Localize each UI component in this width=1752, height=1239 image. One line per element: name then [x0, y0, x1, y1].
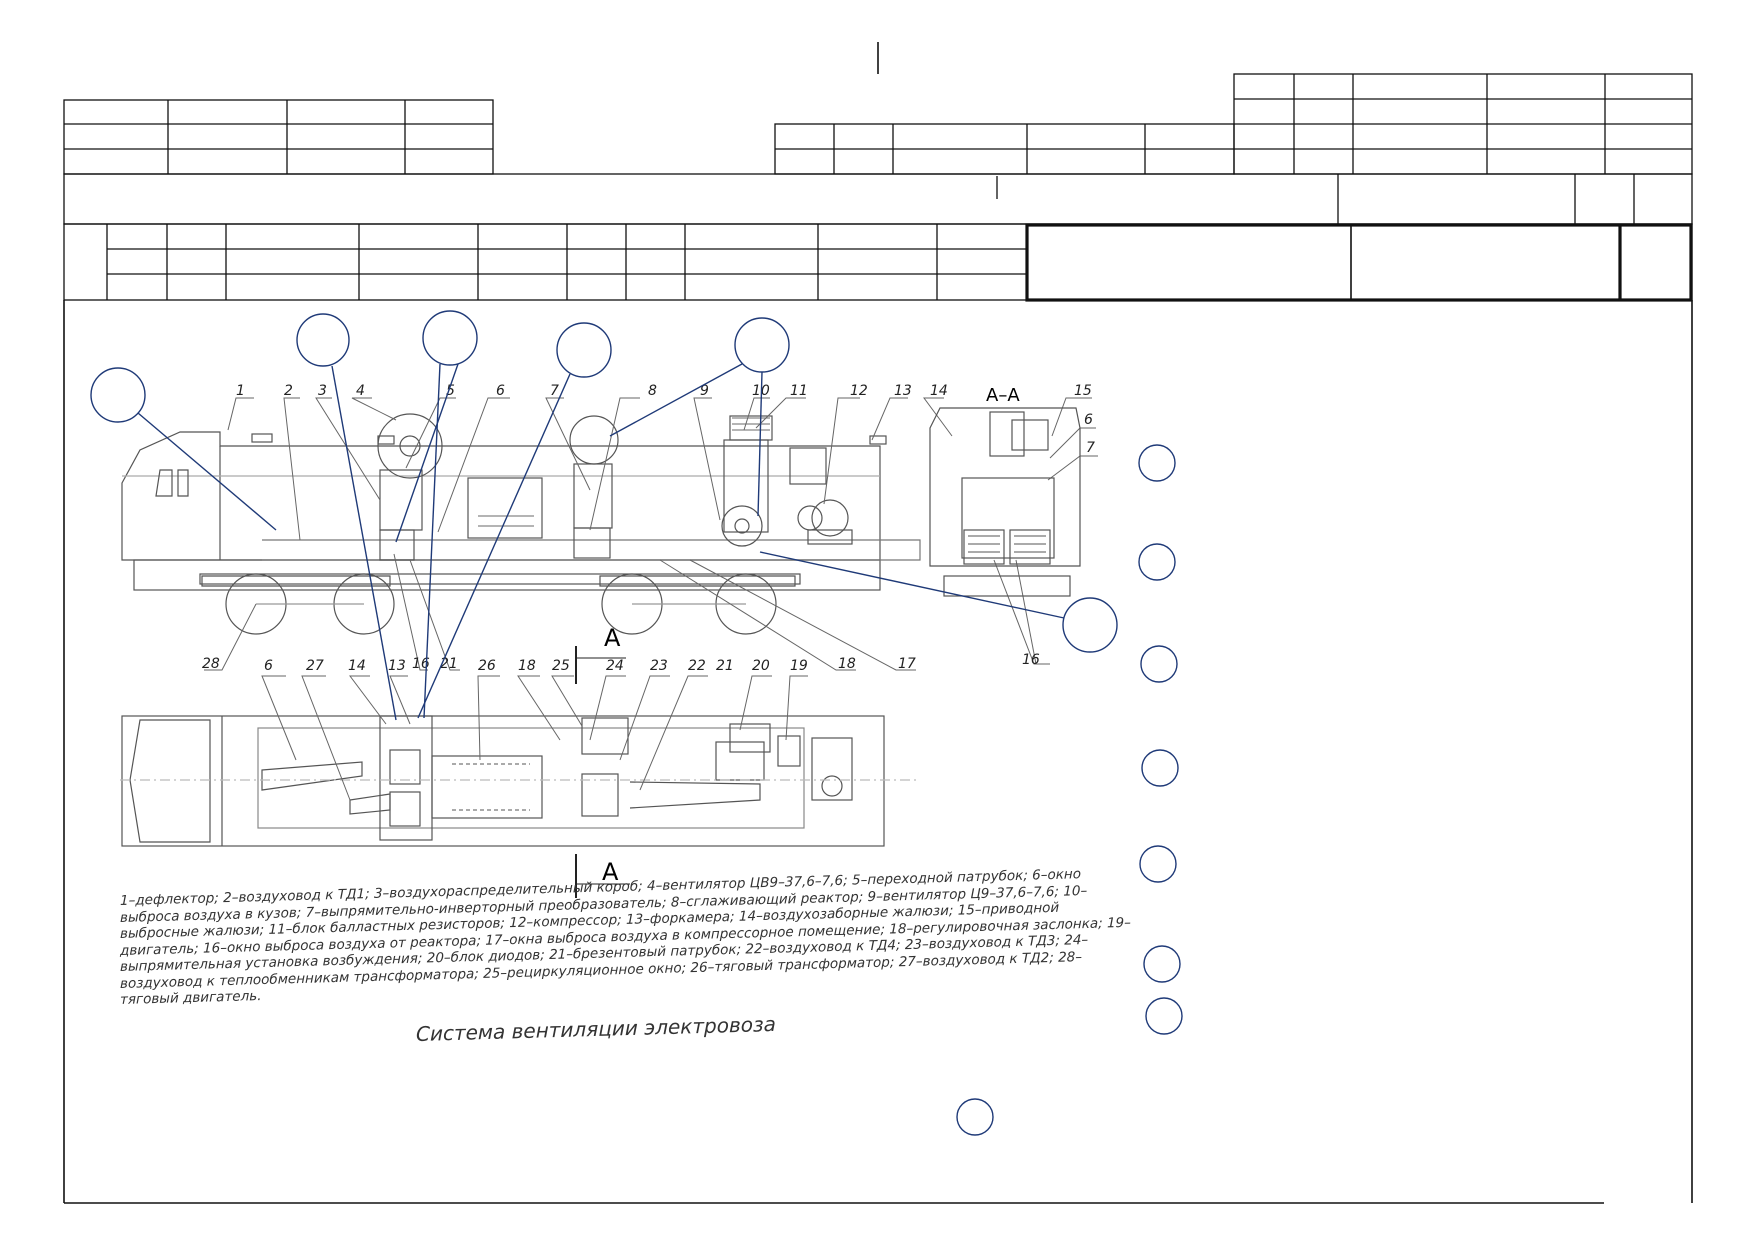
plan-callout-20: 20 [752, 658, 770, 674]
section-label: А–А [986, 385, 1020, 406]
title-block [63, 73, 1693, 301]
marker-circle-11 [1139, 845, 1177, 883]
section-a-a [929, 407, 1081, 597]
cut-marker-bottom [575, 854, 630, 898]
plan-callout-26: 26 [478, 658, 496, 674]
marker-circle-10 [1141, 749, 1179, 787]
marker-circle-5 [734, 317, 790, 373]
marker-circle-13 [1145, 997, 1183, 1035]
marker-circle-8 [1138, 543, 1176, 581]
callout-8: 8 [648, 383, 657, 399]
plan-callout-21: 21 [716, 658, 734, 674]
marker-circle-12 [1143, 945, 1181, 983]
callout-4: 4 [356, 383, 365, 399]
callout-21: 21 [440, 656, 458, 672]
plan-callout-18: 18 [518, 658, 536, 674]
callout-3: 3 [318, 383, 327, 399]
plan-callout-22: 22 [688, 658, 706, 674]
callout-18: 18 [838, 656, 856, 672]
plan-callout-23: 23 [650, 658, 668, 674]
side-view [121, 413, 921, 635]
plan-callout-27: 27 [306, 658, 324, 674]
marker-circle-3 [422, 310, 478, 366]
callout-5: 5 [446, 383, 455, 399]
title-block-bold [1025, 223, 1693, 302]
callout-11: 11 [790, 383, 808, 399]
callout-9: 9 [700, 383, 709, 399]
callout-6b: 6 [1084, 412, 1093, 428]
plan-callout-13: 13 [388, 658, 406, 674]
callout-7: 7 [550, 383, 559, 399]
cut-marker-label-top: А [604, 624, 621, 652]
plan-callout-6: 6 [264, 658, 273, 674]
callout-14: 14 [930, 383, 948, 399]
plan-view [120, 715, 920, 847]
marker-circle-1 [90, 367, 146, 423]
callout-16: 16 [412, 656, 430, 672]
sheet-frame [63, 42, 1693, 1204]
marker-circle-14 [956, 1098, 994, 1136]
marker-circle-6 [1062, 597, 1118, 653]
callout-17: 17 [898, 656, 916, 672]
callout-16b: 16 [1022, 652, 1040, 668]
annotation-markers [90, 310, 1183, 1136]
callout-7b: 7 [1086, 440, 1095, 456]
callout-12: 12 [850, 383, 868, 399]
callout-1: 1 [236, 383, 245, 399]
marker-circle-2 [296, 313, 350, 367]
marker-circle-9 [1140, 645, 1178, 683]
callout-15: 15 [1074, 383, 1092, 399]
cut-marker-top [575, 646, 626, 684]
plan-view-leaders [261, 675, 808, 801]
side-view-numbers: 1 2 3 4 5 6 7 8 9 10 11 12 13 14 15 6 7 … [202, 383, 1095, 672]
plan-view-numbers: 6 27 14 13 26 18 25 24 23 22 21 20 19 [264, 658, 808, 674]
plan-callout-19: 19 [790, 658, 808, 674]
plan-callout-25: 25 [552, 658, 570, 674]
marker-circle-4 [556, 322, 612, 378]
cut-marker-label-bottom: А [602, 858, 619, 886]
callout-6: 6 [496, 383, 505, 399]
plan-callout-14: 14 [348, 658, 366, 674]
callout-2: 2 [284, 383, 293, 399]
side-view-callouts [204, 397, 1098, 671]
marker-circle-7 [1138, 444, 1176, 482]
callout-13: 13 [894, 383, 912, 399]
plan-callout-24: 24 [606, 658, 624, 674]
callout-28: 28 [202, 656, 220, 672]
